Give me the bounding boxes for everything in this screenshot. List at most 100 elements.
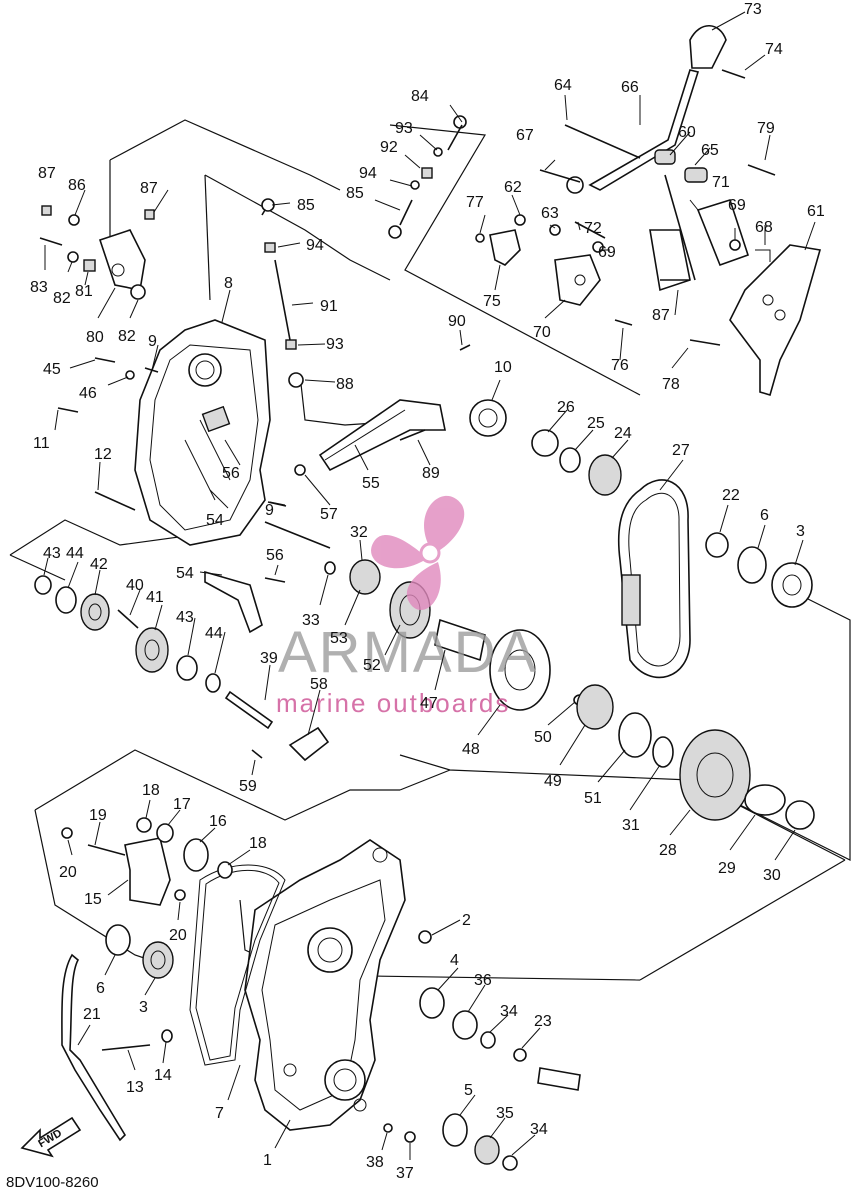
callout-39: 39: [260, 650, 278, 667]
callout-62: 62: [504, 179, 522, 196]
callout-46: 46: [79, 385, 97, 402]
callout-87: 87: [140, 180, 158, 197]
callout-1: 1: [263, 1152, 272, 1169]
diagram-code: 8DV100-8260: [6, 1174, 99, 1191]
callout-65: 65: [701, 142, 719, 159]
callout-30: 30: [763, 867, 781, 884]
callout-92: 92: [380, 139, 398, 156]
callout-8: 8: [224, 275, 233, 292]
fwd-arrow-icon: FWD: [20, 1116, 82, 1158]
callout-56: 56: [222, 465, 240, 482]
callout-48: 48: [462, 741, 480, 758]
callout-50: 50: [534, 729, 552, 746]
callout-94: 94: [306, 237, 324, 254]
callout-2: 2: [462, 912, 471, 929]
callout-36: 36: [474, 972, 492, 989]
callout-49: 49: [544, 773, 562, 790]
upper-left-small-parts: [39, 205, 159, 511]
callout-75: 75: [483, 293, 501, 310]
callout-86: 86: [68, 177, 86, 194]
callout-69: 69: [598, 244, 616, 261]
callout-54: 54: [206, 512, 224, 529]
callout-29: 29: [718, 860, 736, 877]
propeller-logo-icon: [371, 495, 465, 611]
callout-52: 52: [363, 657, 381, 674]
callout-3: 3: [139, 999, 148, 1016]
callout-78: 78: [662, 376, 680, 393]
callout-58: 58: [310, 676, 328, 693]
callout-labels: 1233456678991011121314151617181819202021…: [30, 1, 825, 1182]
callout-93: 93: [395, 120, 413, 137]
watermark-brand: ARMADA: [278, 620, 538, 685]
callout-12: 12: [94, 446, 112, 463]
callout-91: 91: [320, 298, 338, 315]
callout-93: 93: [326, 336, 344, 353]
callout-44: 44: [66, 545, 84, 562]
leader-lines: [43, 11, 816, 1160]
callout-59: 59: [239, 778, 257, 795]
callout-7: 7: [215, 1105, 224, 1122]
shift-linkage-parts: [261, 24, 822, 472]
callout-13: 13: [126, 1079, 144, 1096]
callout-66: 66: [621, 79, 639, 96]
callout-76: 76: [611, 357, 629, 374]
callout-55: 55: [362, 475, 380, 492]
callout-90: 90: [448, 313, 466, 330]
callout-74: 74: [765, 41, 783, 58]
callout-16: 16: [209, 813, 227, 830]
callout-40: 40: [126, 577, 144, 594]
lower-left-parts: [61, 817, 581, 1171]
callout-6: 6: [760, 507, 769, 524]
callout-70: 70: [533, 324, 551, 341]
center-pulley-parts: [324, 429, 815, 830]
callout-85: 85: [297, 197, 315, 214]
callout-15: 15: [84, 891, 102, 908]
callout-54: 54: [176, 565, 194, 582]
callout-82: 82: [53, 290, 71, 307]
callout-72: 72: [584, 220, 602, 237]
callout-9: 9: [265, 502, 274, 519]
callout-44: 44: [205, 625, 223, 642]
callout-73: 73: [744, 1, 762, 18]
callout-11: 11: [33, 435, 50, 452]
callout-61: 61: [807, 203, 825, 220]
callout-87: 87: [38, 165, 56, 182]
callout-60: 60: [678, 124, 696, 141]
mid-left-gear-parts: [34, 464, 331, 762]
callout-51: 51: [584, 790, 602, 807]
group-outlines: [9, 119, 851, 981]
callout-63: 63: [541, 205, 559, 222]
armada-watermark: ARMADA marine outboards: [276, 495, 538, 718]
callout-85: 85: [346, 185, 364, 202]
callout-19: 19: [89, 807, 107, 824]
callout-88: 88: [336, 376, 354, 393]
callout-22: 22: [722, 487, 740, 504]
upper-cover-part-8: [134, 319, 271, 546]
callout-84: 84: [411, 88, 429, 105]
callout-68: 68: [755, 219, 773, 236]
callout-38: 38: [366, 1154, 384, 1171]
callout-34: 34: [530, 1121, 548, 1138]
callout-10: 10: [494, 359, 512, 376]
callout-34: 34: [500, 1003, 518, 1020]
callout-47: 47: [420, 695, 438, 712]
callout-20: 20: [59, 864, 77, 881]
callout-25: 25: [587, 415, 605, 432]
callout-35: 35: [496, 1105, 514, 1122]
callout-67: 67: [516, 127, 534, 144]
drive-belt-part-27: [617, 479, 691, 679]
callout-26: 26: [557, 399, 575, 416]
callout-24: 24: [614, 425, 632, 442]
callout-21: 21: [83, 1006, 101, 1023]
callout-6: 6: [96, 980, 105, 997]
callout-83: 83: [30, 279, 48, 296]
callout-32: 32: [350, 524, 368, 541]
callout-18: 18: [249, 835, 267, 852]
callout-43: 43: [43, 545, 61, 562]
callout-69: 69: [728, 197, 746, 214]
callout-3: 3: [796, 523, 805, 540]
callout-89: 89: [422, 465, 440, 482]
callout-71: 71: [712, 174, 730, 191]
callout-81: 81: [75, 283, 93, 300]
